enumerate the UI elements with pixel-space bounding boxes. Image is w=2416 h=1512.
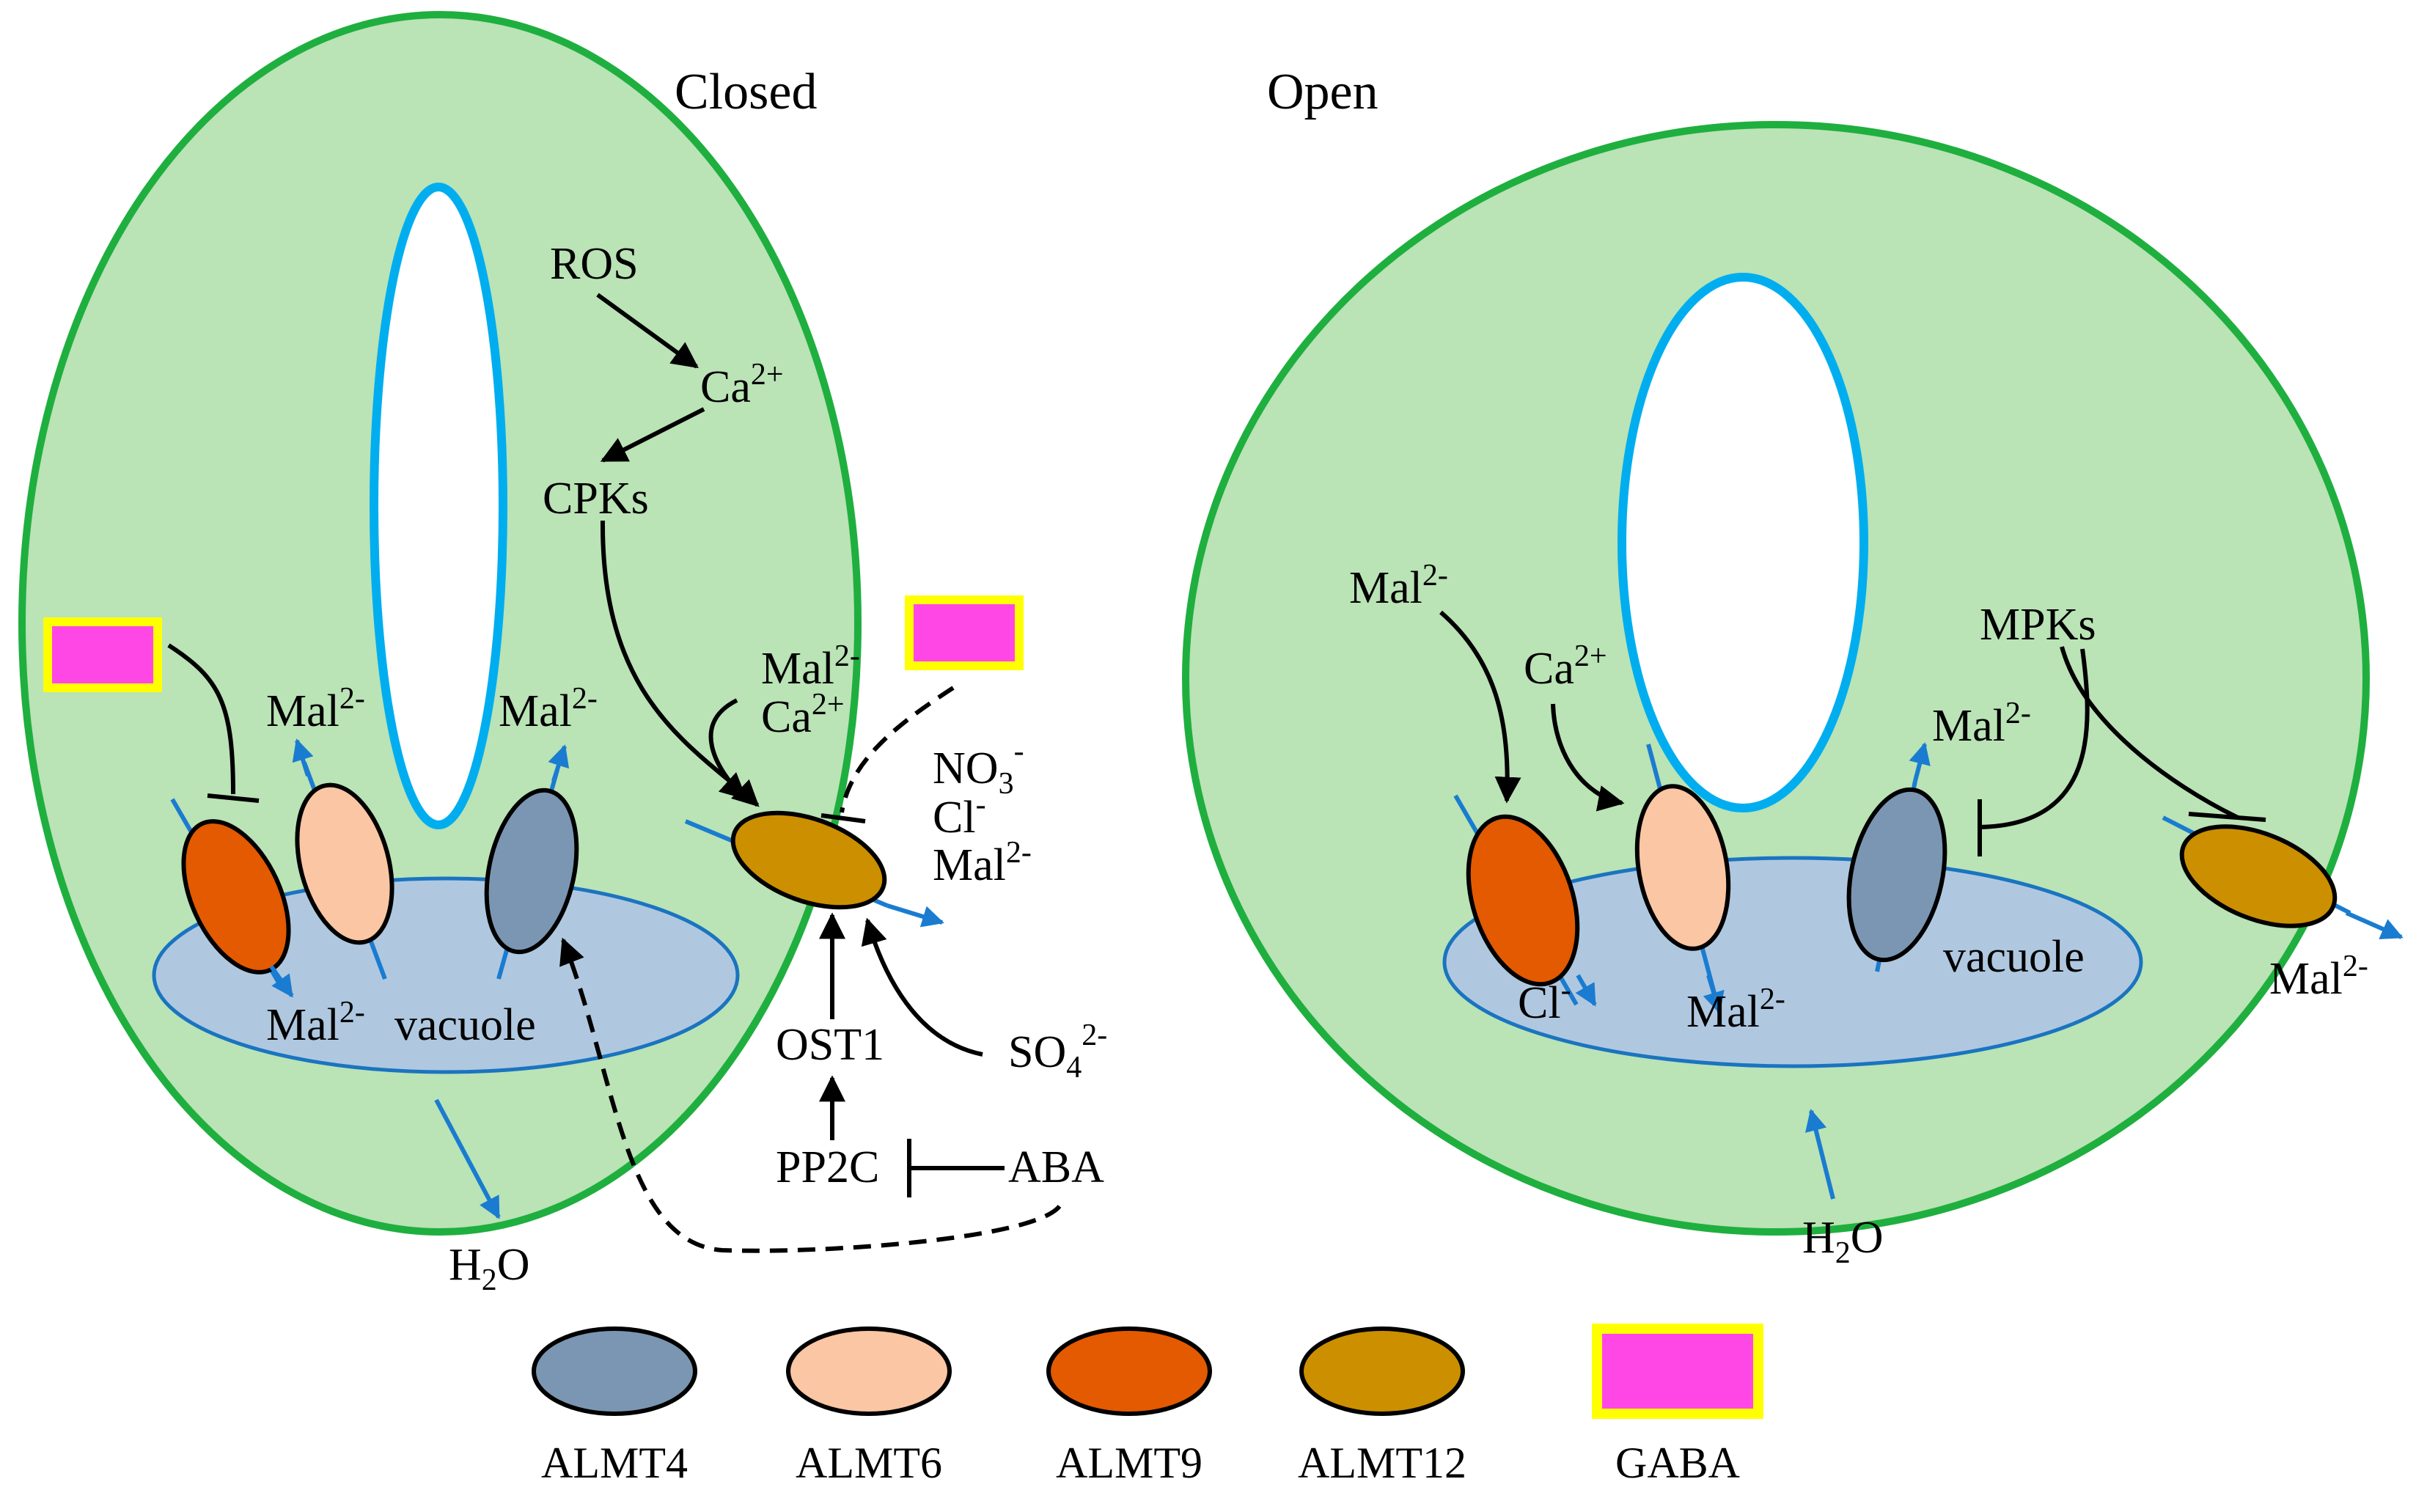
open-stomatal-pore [1618, 273, 1868, 812]
mal-label-mid-top: Mal2- [499, 682, 598, 736]
malca-to-almt12-arrow [708, 698, 747, 800]
mal-label-left-top: Mal2- [266, 682, 365, 736]
gaba-box-right [905, 595, 1024, 670]
almt6-closed [295, 782, 394, 945]
anion-efflux-almt12-arrow [886, 903, 944, 928]
closed-stomatal-pore [370, 183, 507, 829]
vacuole-label-closed: vacuole [394, 1000, 536, 1050]
cpks-label: CPKs [543, 474, 649, 524]
no3-label: NO3- [933, 735, 1024, 801]
almt9-closed [181, 819, 291, 975]
almt4-open [1846, 787, 1947, 963]
closed-panel: Closed RO [18, 11, 1107, 1297]
so4-to-almt12-arrow [861, 917, 983, 1057]
mal-efflux-almt12-open-arrow [2345, 911, 2404, 939]
h2o-label-closed: H2O [449, 1240, 530, 1297]
gaba-inhibits-almt9-bar [207, 793, 260, 803]
mal-efflux-almt4-arrow [548, 744, 570, 782]
mal-top-label: Mal2- [1932, 697, 2031, 751]
ca-to-almt6-arrow [1551, 703, 1625, 812]
mpks-inhibits-almt12 [2060, 646, 2239, 820]
mal-to-almt9-arrow [1439, 610, 1521, 804]
legend-label-almt9: ALMT9 [1056, 1439, 1203, 1487]
mpks-inhibits-almt4 [1979, 648, 2090, 829]
pp2c-label: PP2C [776, 1142, 879, 1192]
gaba-inhibits-almt12 [840, 686, 955, 813]
mal-label-right: Mal2- [933, 836, 1032, 890]
legend-label-almt4: ALMT4 [541, 1439, 688, 1487]
open-panel: Open Mal2- Ca2+ MPKs Mal2- vacuole Cl- M… [1182, 64, 2404, 1270]
aba-to-almt4-dashed-arrow [559, 937, 1062, 1253]
mal-influx-almt6-arrow [1703, 975, 1725, 1014]
mal-out-label: Mal2- [2269, 950, 2368, 1004]
mpks-label: MPKs [1980, 600, 2096, 650]
mal-bottom-label: Mal2- [1686, 983, 1785, 1037]
open-vacuole [1442, 856, 2143, 1068]
gaba-inhibits-almt12-bar [820, 813, 866, 823]
legend-label-almt6: ALMT6 [796, 1439, 942, 1487]
legend-swatch-gaba [1592, 1324, 1763, 1419]
vacuole-label-open: vacuole [1943, 932, 2085, 982]
cl-label-closed: Cl- [933, 788, 986, 843]
mpks-inhibits-almt12-bar [2188, 812, 2266, 822]
cl-influx-almt9-arrow [1575, 974, 1597, 1007]
almt12-closed [730, 810, 887, 910]
ca-label: Ca2+ [700, 358, 784, 412]
mal-efflux-almt6-arrow [292, 738, 314, 777]
mal-in-label: Mal2- [1349, 559, 1448, 613]
gaba-box-left [43, 617, 162, 692]
closed-title: Closed [675, 64, 817, 120]
almt9-open [1466, 814, 1580, 987]
so4-label: SO42- [1008, 1019, 1107, 1085]
ca-label-open: Ca2+ [1524, 639, 1607, 694]
cl-label-open: Cl- [1518, 974, 1571, 1028]
legend: ALMT4 ALMT6 ALMT9 ALMT12 GABA [532, 1324, 1763, 1487]
almt4-closed [484, 788, 579, 955]
almt12-open [2179, 824, 2338, 928]
legend-label-almt12: ALMT12 [1298, 1439, 1466, 1487]
mal-influx-almt9-arrow [269, 965, 294, 998]
mal-efflux-almt4-open-arrow [1909, 742, 1931, 782]
mal-ca-label-ca: Ca2+ [761, 688, 845, 742]
mal-label-left-bottom: Mal2- [266, 996, 365, 1050]
almt6-open [1634, 784, 1731, 951]
ca-to-cpks-arrow [600, 407, 705, 463]
gaba-inhibits-almt9 [167, 643, 235, 795]
legend-swatch-almt12 [1299, 1326, 1465, 1416]
ros-to-ca-arrow [596, 293, 699, 369]
legend-swatch-almt6 [786, 1326, 952, 1416]
legend-swatch-almt9 [1046, 1326, 1212, 1416]
open-title: Open [1267, 64, 1378, 120]
h2o-label-open: H2O [1802, 1213, 1884, 1270]
h2o-influx-open-arrow [1804, 1109, 1835, 1200]
ost1-label: OST1 [776, 1020, 884, 1070]
legend-swatch-almt4 [532, 1326, 697, 1416]
h2o-efflux-closed-arrow [434, 1098, 501, 1219]
aba-label: ABA [1008, 1142, 1104, 1192]
legend-label-gaba: GABA [1615, 1439, 1740, 1487]
mal-ca-label-mal: Mal2- [761, 639, 860, 694]
ros-label: ROS [550, 239, 639, 289]
